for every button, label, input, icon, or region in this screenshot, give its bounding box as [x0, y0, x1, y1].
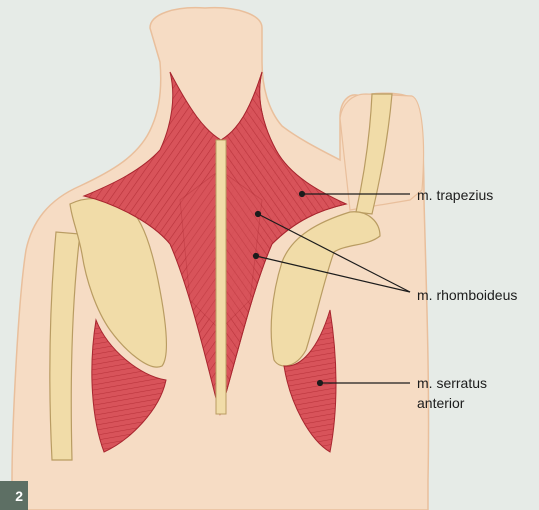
trapezius-leader-dot — [300, 192, 305, 197]
spine — [216, 140, 226, 414]
label-trapezius: m. trapezius — [417, 187, 493, 204]
label-serratus-line2: anterior — [417, 395, 464, 412]
figure-number-badge: 2 — [0, 481, 28, 510]
rhomboideus-leader-dot-1 — [256, 212, 261, 217]
serratus-leader-dot — [318, 381, 323, 386]
label-serratus-line1: m. serratus — [417, 375, 487, 392]
rhomboideus-leader-dot-2 — [254, 254, 259, 259]
label-rhomboideus: m. rhomboideus — [417, 287, 517, 304]
